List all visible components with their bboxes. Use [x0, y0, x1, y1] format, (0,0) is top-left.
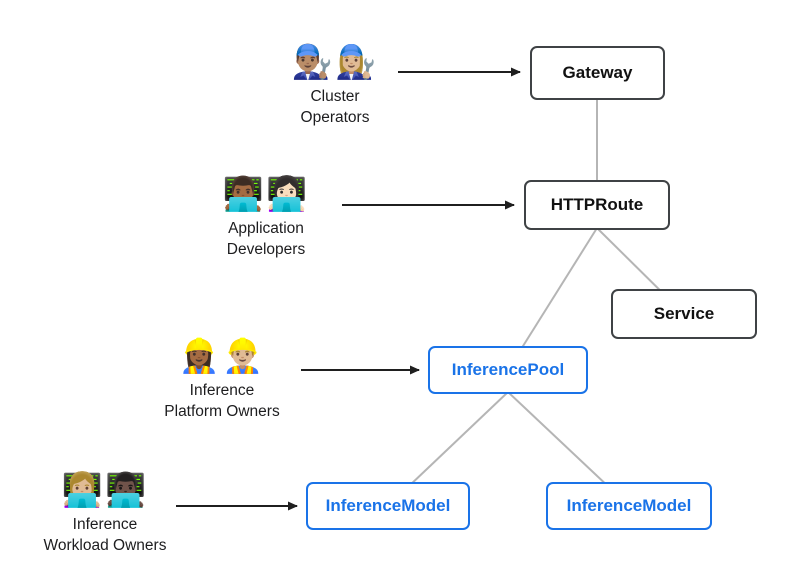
- workload-owners-emoji: 👩🏼‍💻👨🏿‍💻: [61, 471, 149, 508]
- persona-label-line: Platform Owners: [164, 403, 280, 420]
- persona-inference-platform-owners: 👷🏾‍♀️👷🏼‍♂️ Inference Platform Owners: [137, 336, 307, 422]
- node-service: Service: [611, 289, 757, 339]
- persona-label-line: Cluster: [310, 88, 360, 105]
- persona-inference-workload-owners: 👩🏼‍💻👨🏿‍💻 Inference Workload Owners: [20, 470, 190, 556]
- node-inferencemodel-left-label: InferenceModel: [325, 496, 451, 515]
- node-inferencemodel-left: InferenceModel: [306, 482, 470, 530]
- persona-label-line: Developers: [226, 241, 306, 258]
- cluster-operators-label: Cluster Operators: [260, 86, 410, 128]
- persona-application-developers: 👨🏾‍💻👩🏻‍💻 Application Developers: [191, 174, 341, 260]
- workload-owners-label: Inference Workload Owners: [20, 514, 190, 556]
- node-gateway-label: Gateway: [562, 63, 633, 82]
- persona-label-line: Inference: [72, 516, 138, 533]
- cluster-operators-emoji: 👨🏽‍🔧👩🏼‍🔧: [291, 43, 379, 80]
- node-inferencemodel-right-label: InferenceModel: [566, 496, 692, 515]
- node-inferencepool: InferencePool: [428, 346, 588, 394]
- node-service-label: Service: [653, 304, 715, 323]
- node-gateway: Gateway: [530, 46, 665, 100]
- node-httproute-label: HTTPRoute: [550, 195, 644, 214]
- persona-label-line: Application: [228, 220, 304, 237]
- node-inferencemodel-right: InferenceModel: [546, 482, 712, 530]
- persona-cluster-operators: 👨🏽‍🔧👩🏼‍🔧 Cluster Operators: [260, 42, 410, 128]
- persona-label-line: Inference: [189, 382, 255, 399]
- platform-owners-emoji: 👷🏾‍♀️👷🏼‍♂️: [178, 337, 266, 374]
- persona-label-line: Operators: [300, 109, 370, 126]
- persona-label-line: Workload Owners: [43, 537, 167, 554]
- node-httproute: HTTPRoute: [524, 180, 670, 230]
- node-inferencepool-label: InferencePool: [451, 360, 565, 379]
- platform-owners-label: Inference Platform Owners: [137, 380, 307, 422]
- application-developers-emoji: 👨🏾‍💻👩🏻‍💻: [222, 175, 310, 212]
- application-developers-label: Application Developers: [191, 218, 341, 260]
